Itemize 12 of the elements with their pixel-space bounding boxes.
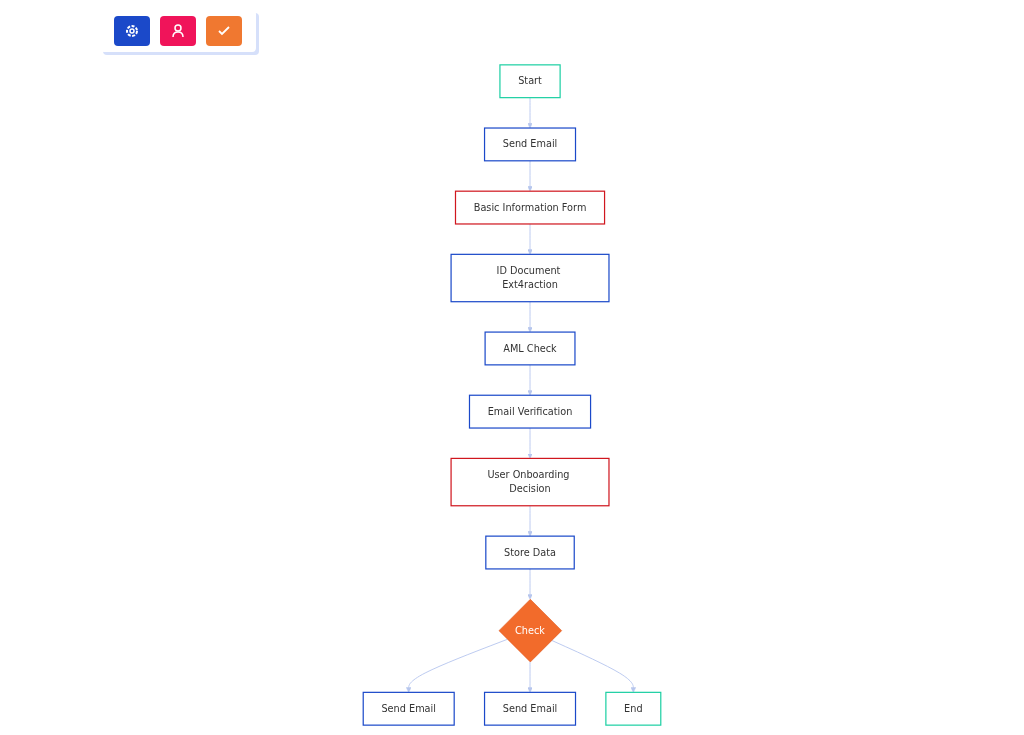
node-box: Send Email bbox=[362, 691, 455, 726]
node-box: Send Email bbox=[483, 127, 577, 162]
node-box: Send Email bbox=[483, 691, 577, 726]
node-box: User Onboarding Decision bbox=[450, 457, 610, 507]
node-box: Store Data bbox=[485, 535, 575, 570]
node-box: AML Check bbox=[484, 331, 576, 366]
node-box: End bbox=[605, 691, 662, 726]
node-box: ID Document Ext4raction bbox=[450, 253, 610, 303]
node-box: Email Verification bbox=[468, 394, 592, 429]
node-diamond: Check bbox=[498, 599, 562, 663]
node-box: Basic Information Form bbox=[454, 190, 606, 225]
node-box: Start bbox=[499, 64, 561, 99]
